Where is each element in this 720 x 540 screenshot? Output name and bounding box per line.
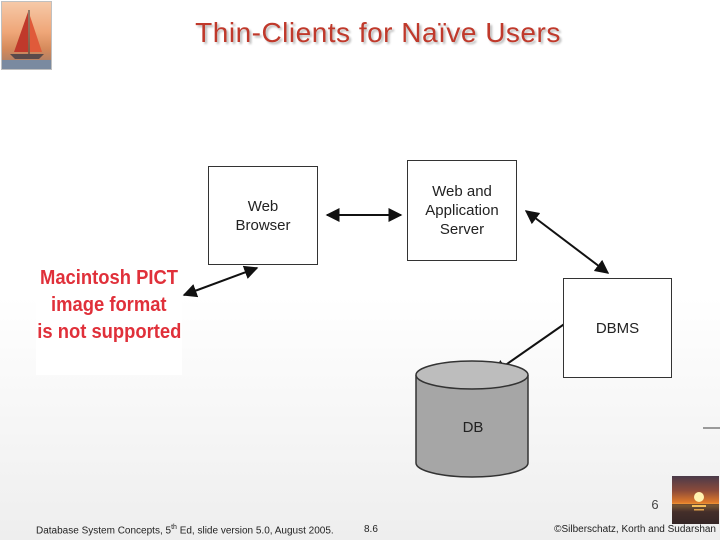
slide-title: Thin-Clients for Naïve Users [195, 17, 561, 48]
db-label: DB [462, 419, 484, 436]
web-browser-label-1: Web [247, 197, 279, 215]
footer-center: 8.6 [364, 524, 378, 535]
arrow-pict-browser [182, 265, 259, 298]
web-browser-node: Web Browser [208, 166, 318, 265]
app-server-label-2: Application [425, 202, 499, 219]
page-number: 6 [651, 497, 659, 512]
app-server-node: Web and Application Server [407, 160, 517, 261]
pict-line-3: is not supported [36, 321, 182, 343]
footer-left: Database System Concepts, 5th Ed, slide … [36, 524, 334, 536]
web-browser-label-2: Browser [235, 216, 291, 234]
dbms-label: DBMS [595, 319, 640, 337]
footer-left-text: Database System Concepts, 5 [36, 525, 172, 537]
arrow-server-dbms [524, 210, 610, 274]
pict-placeholder-image: Macintosh PICT image format is not suppo… [36, 236, 182, 375]
footer-right: ©Silberschatz, Korth and Sudarshan [554, 524, 716, 535]
sailboat-logo-graphic [2, 10, 51, 69]
sunset-logo [672, 476, 719, 524]
sunset-logo-graphic [672, 492, 719, 524]
decorative-dash [703, 427, 720, 429]
db-cylinder [415, 360, 529, 478]
app-server-label-3: Server [439, 221, 485, 238]
app-server-label-1: Web and [432, 183, 492, 200]
sailboat-logo [1, 1, 52, 70]
footer-left-sup: th [171, 524, 177, 531]
pict-line-1: Macintosh PICT [40, 267, 179, 289]
pict-line-2: image format [51, 294, 167, 316]
footer-left-rest: Ed, slide version 5.0, August 2005. [176, 525, 334, 537]
dbms-node: DBMS [563, 278, 672, 378]
